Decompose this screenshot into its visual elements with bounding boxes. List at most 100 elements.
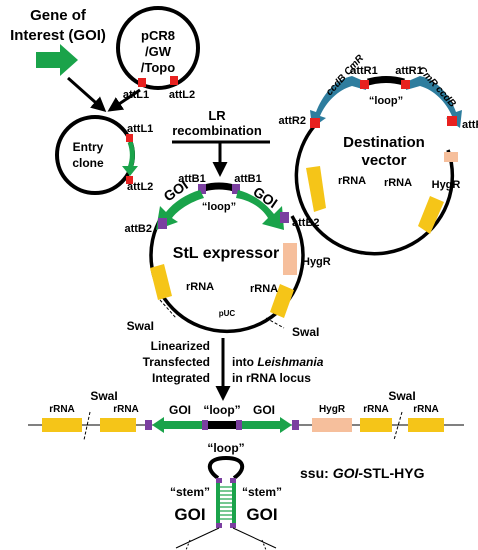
- hairpin: “loop” “stem” “stem” GOI GOI ssu: GOI-ST…: [170, 441, 425, 550]
- locus-goi-right-label: GOI: [253, 403, 275, 417]
- topo-attl2-label: attL2: [169, 89, 195, 101]
- arrow-topo-to-entry: [107, 88, 141, 112]
- expressor-goi-right-arrow: [236, 190, 284, 230]
- locus-loop-label: “loop”: [203, 403, 240, 417]
- hairpin-attb2-left-site: [216, 523, 222, 528]
- hairpin-left-cut: [185, 539, 191, 550]
- destination-loop-bar: [367, 76, 405, 86]
- integration-line2: Transfected: [143, 355, 210, 369]
- expressor-goi-left-arrow: [156, 190, 204, 230]
- expressor-attb1-right-label: attB1: [234, 173, 262, 185]
- hairpin-right-cut: [261, 539, 267, 550]
- destination-attr2-right-site: [447, 116, 457, 126]
- expressor-title: StL expressor: [173, 245, 279, 262]
- expressor-hygr-block: [283, 243, 297, 275]
- locus-rrna4-block: [408, 418, 444, 432]
- topo-label-line1: pCR8: [141, 28, 175, 43]
- locus-swai2-cut: [393, 411, 403, 441]
- hairpin-stem-right-strand: [232, 483, 236, 523]
- locus-goi-right-arrow: [242, 417, 292, 433]
- hairpin-caption-suffix: -STL-HYG: [358, 465, 424, 481]
- destination-attr1-right-site: [401, 80, 410, 89]
- integration-line3: Integrated: [152, 371, 210, 385]
- expressor-attb2-right-label: attB2: [292, 217, 320, 229]
- expressor-swai-right-label: SwaI: [292, 325, 319, 339]
- expressor-puc-label: pUC: [219, 309, 236, 318]
- hairpin-goi-left-label: GOI: [174, 505, 205, 524]
- topo-label-line2: /GW: [145, 44, 172, 59]
- expressor-attb1-right-site: [232, 184, 240, 194]
- locus-rrna2-block: [100, 418, 136, 432]
- expressor-attb2-left-label: attB2: [124, 223, 152, 235]
- hairpin-stem-left-strand: [216, 483, 220, 523]
- locus-goi-left-label: GOI: [169, 403, 191, 417]
- locus-hygr-label: HygR: [319, 404, 346, 415]
- locus-rrna2-label: rRNA: [113, 404, 139, 415]
- expressor-loop-label: “loop”: [202, 201, 236, 213]
- topo-vector-circle: [116, 6, 200, 90]
- integration-line1: Linearized: [151, 339, 210, 353]
- locus-hygr-block: [312, 418, 352, 432]
- hairpin-stem-left-label: “stem”: [170, 485, 210, 499]
- locus-rrna1-label: rRNA: [49, 404, 75, 415]
- locus-attb1-right-site: [236, 420, 242, 430]
- expressor-rrna-left-block: [150, 264, 172, 300]
- expressor-attb2-left-site: [158, 218, 167, 229]
- hairpin-stem-rungs: [220, 486, 232, 520]
- entry-attl1-label: attL1: [127, 123, 153, 135]
- integration-into-line: into Leishmania: [232, 355, 324, 369]
- topo-attl1-site: [138, 78, 146, 87]
- expressor-attb2-right-site: [280, 212, 289, 223]
- lr-recombination: LR recombination: [172, 108, 270, 177]
- arrow-goi-to-entry: [67, 76, 107, 112]
- stl-expressor: attB1 attB1 attB2 attB2 GOI GOI “loop” S…: [124, 173, 330, 339]
- locus-rrna3-block: [360, 418, 392, 432]
- entry-label-line1: Entry: [73, 140, 104, 154]
- destination-loop-label: “loop”: [369, 95, 403, 107]
- hairpin-attb2-right-site: [230, 523, 236, 528]
- destination-rrna-right-label: rRNA: [384, 177, 412, 189]
- destination-attr2-left-site: [310, 118, 320, 128]
- hairpin-right-tail: [232, 527, 277, 549]
- entry-label-line2: clone: [72, 156, 104, 170]
- destination-attr1-left-label: attR1: [350, 65, 378, 77]
- hairpin-caption-prefix: ssu:: [300, 465, 333, 481]
- gene-of-interest: Gene of Interest (GOI): [10, 7, 106, 76]
- locus-rrna3-label: rRNA: [363, 404, 389, 415]
- destination-ccdb-right-label: CmR ccdB: [416, 65, 458, 110]
- locus-swai2-label: SwaI: [388, 389, 415, 403]
- locus-attb1-left-site: [202, 420, 208, 430]
- integrated-locus: rRNA SwaI rRNA GOI “loop” GOI HygR rRNA …: [28, 389, 464, 441]
- expressor-attb1-left-label: attB1: [178, 173, 206, 185]
- locus-rrna1-block: [42, 418, 82, 432]
- destination-attr1-left-site: [360, 80, 369, 89]
- locus-loop-block: [208, 421, 236, 429]
- hairpin-caption-goi: GOI: [333, 465, 360, 481]
- expressor-rrna-left-label: rRNA: [186, 281, 214, 293]
- locus-swai1-cut: [83, 411, 91, 441]
- integration-locus-line: in rRNA locus: [232, 371, 311, 385]
- destination-rrna-right-block: [418, 196, 444, 234]
- hairpin-loop-label: “loop”: [207, 441, 244, 455]
- entry-clone: Entry clone attL1 attL2: [55, 115, 153, 195]
- goi-title-line1: Gene of: [30, 7, 87, 24]
- expressor-attb1-left-site: [198, 184, 206, 194]
- expressor-hygr-label: HygR: [302, 256, 331, 268]
- entry-goi-arrowhead: [122, 166, 138, 176]
- topo-vector: pCR8 /GW /Topo attL1 attL2: [116, 6, 200, 101]
- destination-attr2-right-label: attR2: [462, 119, 478, 131]
- topo-attl2-site: [170, 76, 178, 85]
- hairpin-left-tail: [175, 527, 220, 549]
- lr-label-line1: LR: [208, 108, 226, 123]
- goi-title-line2: Interest (GOI): [10, 27, 106, 44]
- expressor-swai-right-cut: [265, 317, 285, 329]
- destination-attr2-left-label: attR2: [278, 115, 306, 127]
- entry-attl1-site: [126, 134, 133, 142]
- locus-goi-left-arrow: [152, 417, 202, 433]
- expressor-swai-left-cut: [159, 299, 177, 319]
- hairpin-attb1-right-site: [230, 478, 236, 483]
- entry-attl2-label: attL2: [127, 181, 153, 193]
- expressor-goi-right-label: GOI: [250, 183, 280, 211]
- hairpin-loop-arc: [207, 455, 245, 480]
